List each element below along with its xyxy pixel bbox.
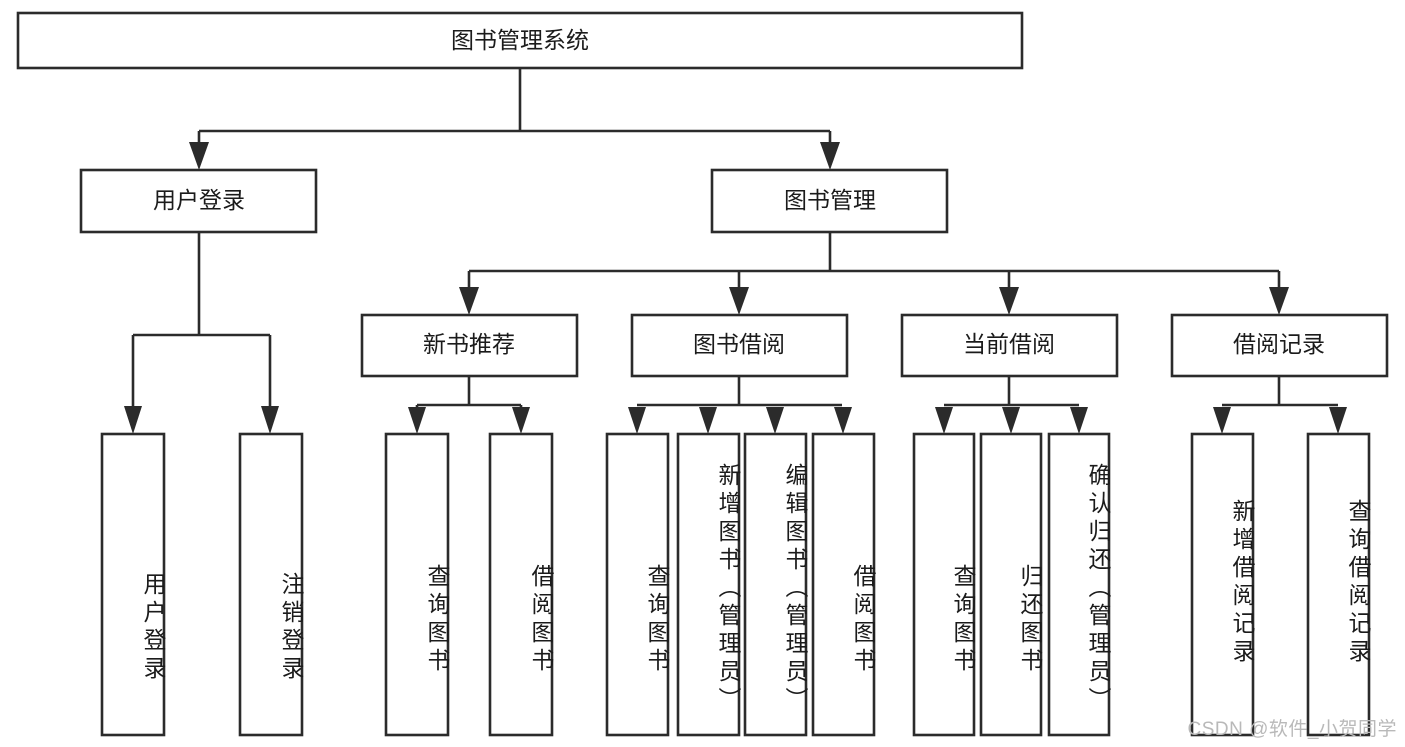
node-new-book-recommend[interactable]: 新书推荐 <box>360 313 579 378</box>
node-book-borrow-label: 图书借阅 <box>693 331 785 357</box>
leaf-box-return-book[interactable] <box>979 432 1043 737</box>
node-new-book-recommend-label: 新书推荐 <box>423 331 515 357</box>
node-current-borrow-box[interactable] <box>900 313 1119 378</box>
node-user-login-label: 用户登录 <box>153 187 245 213</box>
arrow-head-new-book-recommend <box>459 287 479 315</box>
node-borrow-record[interactable]: 借阅记录 <box>1170 313 1389 378</box>
arrow-head-leaf-add-borrow-record <box>1213 407 1231 434</box>
node-book-management-label: 图书管理 <box>784 187 876 213</box>
connector-group-book-management <box>459 232 1289 315</box>
node-book-management-box[interactable] <box>710 168 949 234</box>
node-root-box[interactable] <box>16 11 1024 70</box>
arrow-head-leaf-borrow-book-1 <box>512 407 530 434</box>
node-borrow-record-box[interactable] <box>1170 313 1389 378</box>
arrow-head-leaf-query-book-3 <box>935 407 953 434</box>
connector-group-root <box>189 68 840 170</box>
node-root-label: 图书管理系统 <box>451 27 589 53</box>
leaf-box-confirm-return-admin[interactable] <box>1047 432 1111 737</box>
arrow-head-borrow-record <box>1269 287 1289 315</box>
node-borrow-record-label: 借阅记录 <box>1233 331 1325 357</box>
arrow-head-leaf-logout-login <box>261 406 279 434</box>
leaf-box-query-book-3[interactable] <box>912 432 976 737</box>
node-current-borrow[interactable]: 当前借阅 <box>900 313 1119 378</box>
node-user-login[interactable]: 用户登录 <box>79 168 318 234</box>
leaf-box-add-book-admin[interactable] <box>676 432 741 737</box>
node-root[interactable]: 图书管理系统 <box>16 11 1024 70</box>
arrow-head-leaf-user-login <box>124 406 142 434</box>
arrow-head-leaf-add-book-admin <box>699 407 717 434</box>
node-book-borrow[interactable]: 图书借阅 <box>630 313 849 378</box>
leaf-box-query-book-1[interactable] <box>384 432 450 737</box>
leaf-box-add-borrow-record[interactable] <box>1190 432 1255 737</box>
leaf-box-query-book-2[interactable] <box>605 432 670 737</box>
arrow-head-user-login <box>189 142 209 170</box>
arrow-head-leaf-query-book-1 <box>408 407 426 434</box>
arrow-head-book-management <box>820 142 840 170</box>
node-book-borrow-box[interactable] <box>630 313 849 378</box>
node-book-management[interactable]: 图书管理 <box>710 168 949 234</box>
arrow-head-leaf-query-borrow-record <box>1329 407 1347 434</box>
leaf-box-query-borrow-record[interactable] <box>1306 432 1371 737</box>
leaf-box-edit-book-admin[interactable] <box>743 432 808 737</box>
connector-group-borrow-record <box>1213 376 1347 434</box>
arrow-head-leaf-return-book <box>1002 407 1020 434</box>
arrow-head-leaf-query-book-2 <box>628 407 646 434</box>
leaf-box-user-login[interactable] <box>100 432 166 737</box>
connector-group-user-login <box>124 232 279 434</box>
node-current-borrow-label: 当前借阅 <box>963 331 1055 357</box>
arrow-head-book-borrow <box>729 287 749 315</box>
arrow-head-leaf-confirm-return-admin <box>1070 407 1088 434</box>
leaf-box-logout-login[interactable] <box>238 432 304 737</box>
leaf-box-borrow-book-2[interactable] <box>811 432 876 737</box>
node-user-login-box[interactable] <box>79 168 318 234</box>
connector-group-current-borrow <box>935 376 1088 434</box>
arrow-head-leaf-edit-book-admin <box>766 407 784 434</box>
connector-group-new-book-recommend <box>408 376 530 434</box>
node-new-book-recommend-box[interactable] <box>360 313 579 378</box>
leaf-box-borrow-book-1[interactable] <box>488 432 554 737</box>
csdn-watermark: CSDN @软件_小贺同学 <box>1187 719 1397 740</box>
arrow-head-current-borrow <box>999 287 1019 315</box>
connector-group-book-borrow <box>628 376 852 434</box>
arrow-head-leaf-borrow-book-2 <box>834 407 852 434</box>
